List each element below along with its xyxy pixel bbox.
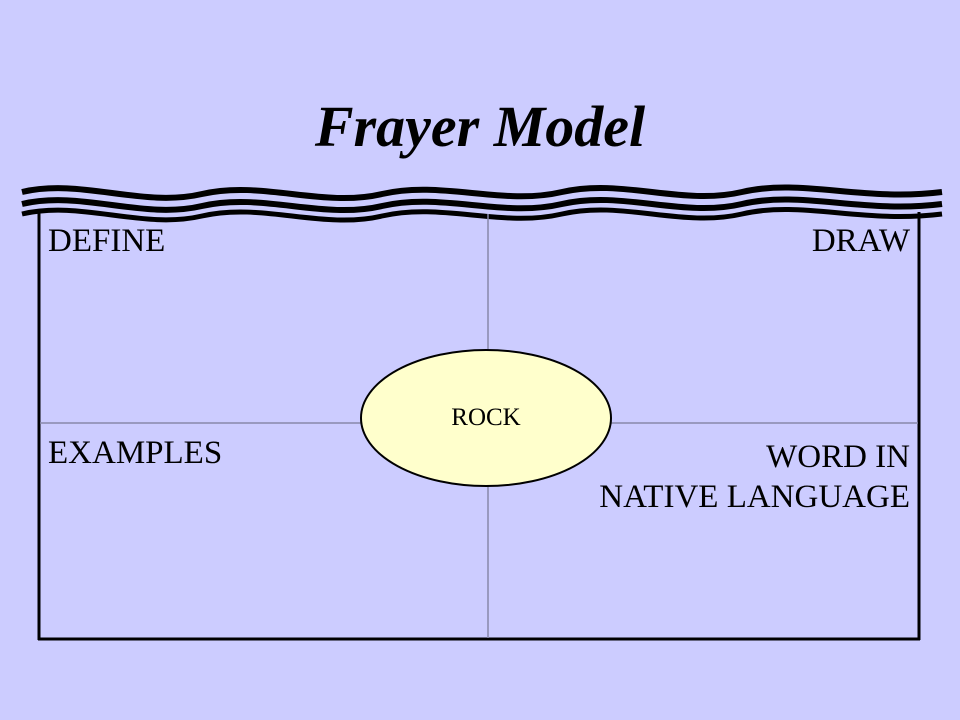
quadrant-draw-label: DRAW xyxy=(811,223,910,259)
wavy-top-border-3 xyxy=(21,207,943,223)
wavy-top-border-2 xyxy=(21,196,943,214)
wavy-top-border-1 xyxy=(21,184,943,202)
page-title: Frayer Model xyxy=(314,94,646,159)
quadrant-native-line1: WORD IN xyxy=(766,439,910,475)
quadrant-native-line2: NATIVE LANGUAGE xyxy=(599,479,910,515)
quadrant-define-label: DEFINE xyxy=(48,223,166,259)
quadrant-examples-label: EXAMPLES xyxy=(48,435,223,471)
quadrant-native-language-label: WORD IN NATIVE LANGUAGE xyxy=(599,437,910,517)
center-oval xyxy=(360,349,612,487)
